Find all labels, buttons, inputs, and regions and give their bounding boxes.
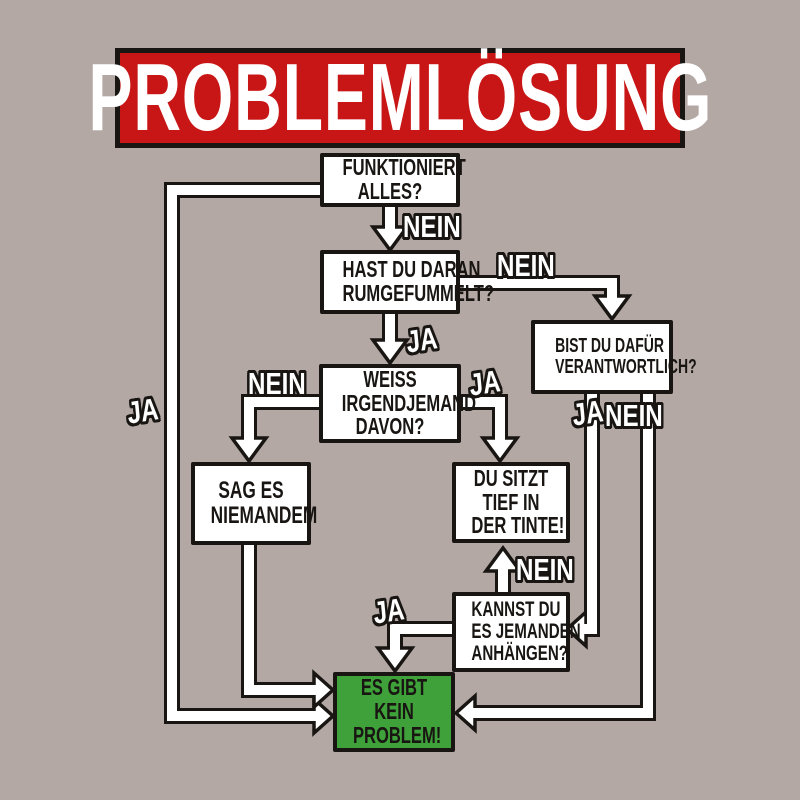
- edge-label-knows-nein: NEIN: [248, 366, 306, 401]
- edge-label-responsible-ja: JA: [570, 393, 605, 433]
- node-du-sitzt-tief-in-der-tinte: DU SITZT TIEF IN DER TINTE!: [452, 462, 570, 543]
- edge-fumbled-yes: [369, 314, 411, 366]
- node-hast-du-daran-rumgefummelt: HAST DU DARAN RUMGEFUMMELT?: [320, 250, 494, 314]
- node-sag-es-niemandem: SAG ES NIEMANDEM: [191, 462, 318, 545]
- edge-label-knows-ja: JA: [467, 363, 502, 403]
- edge-blame-yes: [374, 621, 454, 674]
- node-text-line: HAST DU DARAN: [342, 256, 481, 283]
- edge-label-blame-nein: NEIN: [516, 552, 574, 587]
- node-text-line: KEIN: [374, 698, 414, 725]
- edge-label-fumbled-ja: JA: [404, 320, 439, 360]
- node-text-line: WEISS: [363, 365, 417, 392]
- edge-label-start-ja: JA: [125, 391, 160, 431]
- edge-tell-no-one: [241, 543, 336, 711]
- node-text-line: VERANTWORTLICH?: [555, 356, 697, 378]
- node-text-line: FUNKTIONIERT: [342, 154, 466, 181]
- node-text-line: IRGENDJEMAND: [341, 389, 477, 416]
- node-text-line: ES GIBT: [360, 674, 428, 701]
- edge-start-no: [369, 205, 411, 253]
- node-text-line: BIST DU DAFÜR: [555, 335, 664, 358]
- node-text-line: TIEF IN: [482, 488, 540, 515]
- edge-label-responsible-nein: NEIN: [605, 398, 663, 433]
- node-funktioniert-alles: FUNKTIONIERT ALLES?: [320, 153, 466, 207]
- node-text-line: NIEMANDEM: [210, 501, 318, 529]
- node-es-gibt-kein-problem: ES GIBT KEIN PROBLEM!: [333, 672, 455, 752]
- node-bist-du-dafuer-verantwortlich: BIST DU DAFÜR VERANTWORTLICH?: [531, 320, 697, 394]
- page-title: PROBLEMLÖSUNG: [88, 44, 712, 152]
- edge-label-start-nein: NEIN: [403, 209, 461, 244]
- edge-fumbled-no: [458, 275, 633, 322]
- node-text-line: DU SITZT: [473, 465, 549, 492]
- node-text-line: DER TINTE!: [471, 512, 565, 539]
- edge-blame-no: [482, 545, 524, 594]
- edge-start-yes: [164, 182, 336, 737]
- title-banner: PROBLEMLÖSUNG: [88, 48, 711, 148]
- node-kannst-du-es-jemanden-anhaengen: KANNST DU ES JEMANDEN ANHÄNGEN?: [452, 592, 581, 672]
- edge-responsible-yes: [564, 393, 600, 650]
- edge-responsible-no: [453, 393, 656, 734]
- node-text-line: ANHÄNGEN?: [471, 641, 569, 665]
- node-text-line: RUMGEFUMMELT?: [342, 280, 494, 306]
- edge-label-blame-ja: JA: [371, 591, 406, 631]
- node-text-line: ALLES?: [357, 178, 423, 204]
- node-text-line: SAG ES: [218, 476, 284, 504]
- node-text-line: ES JEMANDEN: [471, 620, 581, 644]
- edge-label-fumbled-nein: NEIN: [497, 248, 555, 283]
- edge-knows-yes: [458, 394, 521, 464]
- edge-knows-no: [228, 394, 322, 464]
- node-text-line: KANNST DU: [471, 598, 561, 622]
- node-text-line: DAVON?: [355, 413, 425, 440]
- node-weiss-irgendjemand-davon: WEISS IRGENDJEMAND DAVON?: [319, 364, 477, 443]
- node-text-line: PROBLEM!: [352, 721, 442, 748]
